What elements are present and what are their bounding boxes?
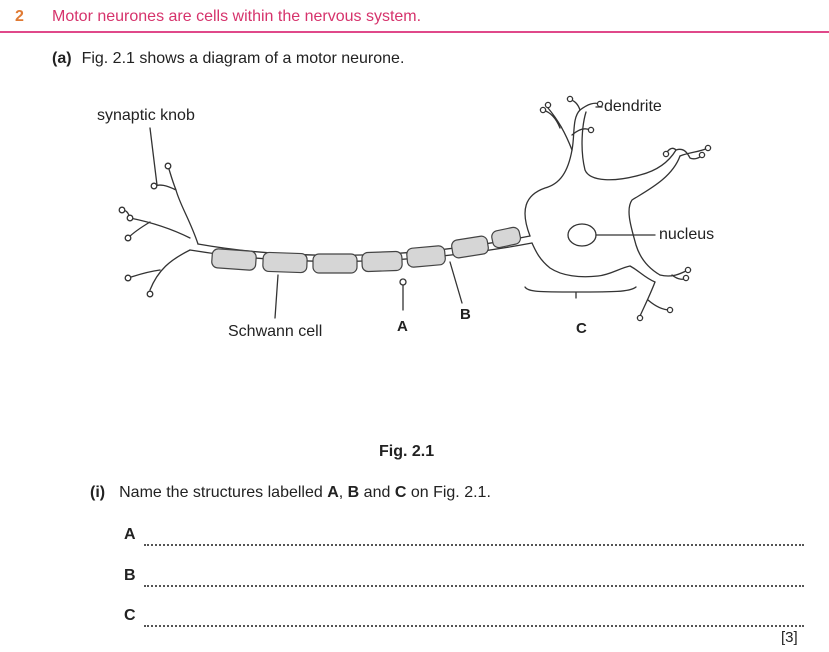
answer-dots-C[interactable] xyxy=(144,625,804,627)
answer-letter-C: C xyxy=(124,607,136,624)
part-a-text: Fig. 2.1 shows a diagram of a motor neur… xyxy=(81,50,405,67)
answer-line-A[interactable]: A xyxy=(124,526,804,548)
question-title: Motor neurones are cells within the nerv… xyxy=(52,8,422,25)
schwann-cell-segments xyxy=(211,226,522,274)
schwann-segment xyxy=(361,250,403,273)
sub-question-bold-B: B xyxy=(347,484,360,501)
answer-letter-A: A xyxy=(124,526,136,543)
figure-caption: Fig. 2.1 xyxy=(379,443,435,460)
label-B: B xyxy=(460,306,471,323)
synaptic-knobs xyxy=(118,162,172,298)
answer-line-B[interactable]: B xyxy=(124,567,804,589)
header-rule xyxy=(0,31,829,33)
sub-question-sep2: and xyxy=(359,484,395,501)
nucleus-shape xyxy=(567,223,597,247)
sub-question-bold-C: C xyxy=(394,484,407,501)
question-number: 2 xyxy=(15,8,24,25)
sub-question-sep1: , xyxy=(338,484,348,501)
sub-question-number: (i) xyxy=(90,484,106,501)
sub-question-text-before: Name the structures labelled xyxy=(119,484,328,501)
label-schwann-cell: Schwann cell xyxy=(228,323,323,340)
leader-synaptic-knob xyxy=(149,127,158,186)
schwann-segment xyxy=(451,235,489,259)
leader-B xyxy=(449,261,463,304)
schwann-segment xyxy=(211,248,257,271)
sub-question-text-after: on Fig. 2.1. xyxy=(406,484,491,501)
dendrite-knobs xyxy=(539,95,712,322)
label-nucleus: nucleus xyxy=(659,226,715,243)
axon-terminal-branch xyxy=(121,165,199,291)
leader-A-end xyxy=(399,278,407,286)
label-dendrite: dendrite xyxy=(604,98,662,115)
answer-letter-B: B xyxy=(124,567,136,584)
sub-question-bold-A: A xyxy=(327,484,339,501)
label-synaptic-knob: synaptic knob xyxy=(97,107,195,124)
dendrite-branch xyxy=(542,99,601,151)
answer-dots-B[interactable] xyxy=(144,585,804,587)
schwann-segment xyxy=(262,251,308,274)
part-a-stem: (a) Fig. 2.1 shows a diagram of a motor n… xyxy=(52,50,404,68)
schwann-segment xyxy=(406,245,446,268)
answer-line-C[interactable]: C xyxy=(124,607,804,629)
cell-body-outline xyxy=(524,109,681,283)
part-a-label: (a) xyxy=(52,50,72,67)
bracket-C xyxy=(524,286,637,299)
label-C: C xyxy=(576,320,587,337)
leader-schwann-cell xyxy=(274,274,279,319)
schwann-segment xyxy=(312,253,358,274)
schwann-segment xyxy=(491,226,522,249)
label-A: A xyxy=(397,318,408,335)
dendrite-branch xyxy=(639,269,689,317)
sub-question-i: (i) Name the structures labelled A, B and… xyxy=(90,484,491,502)
marks-allocation: [3] xyxy=(781,629,798,646)
answer-dots-A[interactable] xyxy=(144,544,804,546)
dendrite-branch xyxy=(665,147,709,160)
